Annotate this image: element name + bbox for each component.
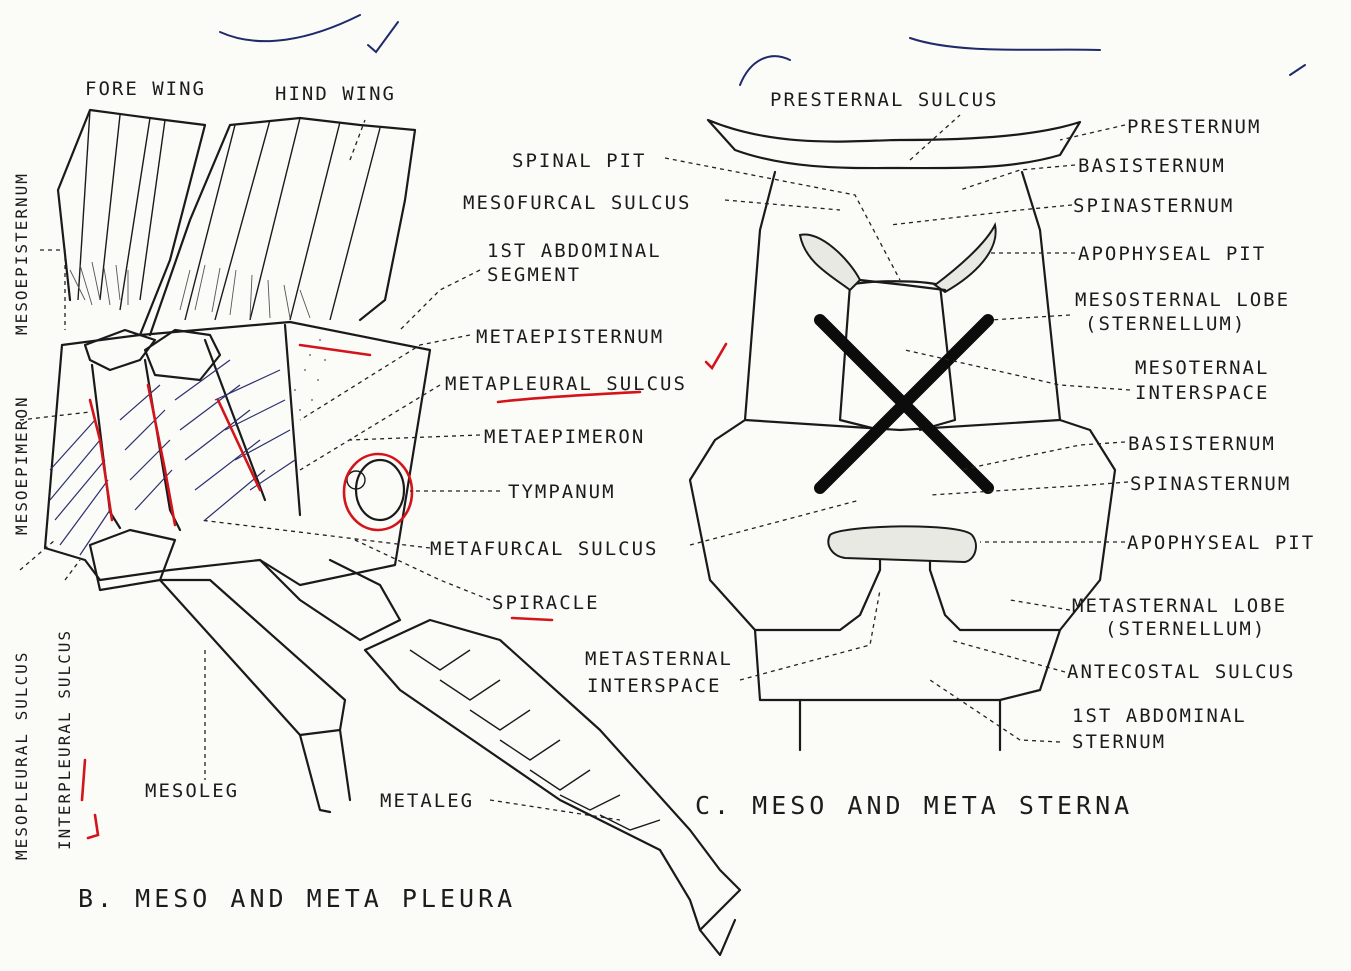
label-tympanum: TYMPANUM — [508, 481, 616, 503]
label-first-abdominal-sternum-line1: 1ST ABDOMINAL — [1072, 705, 1247, 727]
label-spinal-pit: SPINAL PIT — [512, 150, 646, 172]
tympanum-shape — [356, 460, 404, 520]
label-mesoepisternum: MESOEPISTERNUM — [12, 172, 31, 335]
label-spiracle: SPIRACLE — [492, 592, 600, 614]
label-metaepisternum: METAEPISTERNUM — [476, 326, 664, 348]
label-apophyseal-pit-lower: APOPHYSEAL PIT — [1127, 532, 1315, 554]
label-basisternum-upper: BASISTERNUM — [1078, 155, 1226, 177]
label-mesosternal-lobe-line1: MESOSTERNAL LOBE — [1075, 289, 1290, 311]
red-pen-mark — [82, 760, 85, 800]
label-metasternal-interspace-line1: METASTERNAL — [585, 648, 733, 670]
label-presternal-sulcus: PRESTERNAL SULCUS — [770, 89, 998, 111]
fore-wing-shape — [58, 110, 205, 335]
pleura-figure — [45, 110, 740, 955]
label-spinasternum-upper: SPINASTERNUM — [1073, 195, 1234, 217]
label-metafurcal-sulcus: METAFURCAL SULCUS — [430, 538, 658, 560]
caption-sterna: C. MESO AND META STERNA — [695, 791, 1133, 820]
pleura-leaders — [20, 120, 620, 820]
sterna-figure — [690, 120, 1115, 750]
label-first-abdominal-segment-line1: 1ST ABDOMINAL — [487, 240, 662, 262]
label-metaleg: METALEG — [380, 790, 474, 812]
label-interpleural-sulcus: INTERPLEURAL SULCUS — [55, 629, 74, 850]
apophyseal-pit-lower — [828, 526, 976, 562]
label-mesoternal-interspace-line2: INTERSPACE — [1135, 382, 1269, 404]
sterna-leaders — [665, 115, 1130, 742]
pen-marks-top — [220, 15, 1305, 85]
label-apophyseal-pit-upper: APOPHYSEAL PIT — [1078, 243, 1266, 265]
label-antecostal-sulcus: ANTECOSTAL SULCUS — [1067, 661, 1295, 683]
label-spinasternum-lower: SPINASTERNUM — [1130, 473, 1291, 495]
apophyseal-pit-upper-right — [935, 225, 996, 292]
label-hind-wing: HIND WING — [275, 83, 396, 105]
label-metasternal-lobe-line2: (STERNELLUM) — [1105, 618, 1266, 640]
red-check-mark — [706, 344, 726, 368]
label-presternum: PRESTERNUM — [1127, 116, 1261, 138]
label-first-abdominal-sternum-line2: STERNUM — [1072, 731, 1166, 753]
label-mesofurcal-sulcus: MESOFURCAL SULCUS — [463, 192, 691, 214]
label-basisternum-lower: BASISTERNUM — [1128, 433, 1276, 455]
label-first-abdominal-segment-line2: SEGMENT — [487, 264, 581, 286]
label-metasternal-interspace-line2: INTERSPACE — [587, 675, 721, 697]
presternum-band — [708, 120, 1080, 168]
label-metasternal-lobe-line1: METASTERNAL LOBE — [1072, 595, 1287, 617]
label-metapleural-sulcus: METAPLEURAL SULCUS — [445, 373, 687, 395]
apophyseal-pit-upper-left — [800, 234, 860, 290]
label-mesopleural-sulcus: MESOPLEURAL SULCUS — [12, 651, 31, 860]
label-mesoternal-interspace-line1: MESOTERNAL — [1135, 357, 1269, 379]
label-mesoepimeron: MESOEPIMERON — [12, 395, 31, 535]
caption-pleura: B. MESO AND META PLEURA — [78, 884, 516, 913]
label-mesosternal-lobe-line2: (STERNELLUM) — [1085, 313, 1246, 335]
label-metaepimeron: METAEPIMERON — [484, 426, 645, 448]
red-pen-mark-2 — [88, 815, 98, 838]
red-underline-spiracle — [512, 618, 552, 620]
label-mesoleg: MESOLEG — [145, 780, 239, 802]
label-fore-wing: FORE WING — [85, 78, 206, 100]
cross-out-mark — [820, 320, 988, 488]
